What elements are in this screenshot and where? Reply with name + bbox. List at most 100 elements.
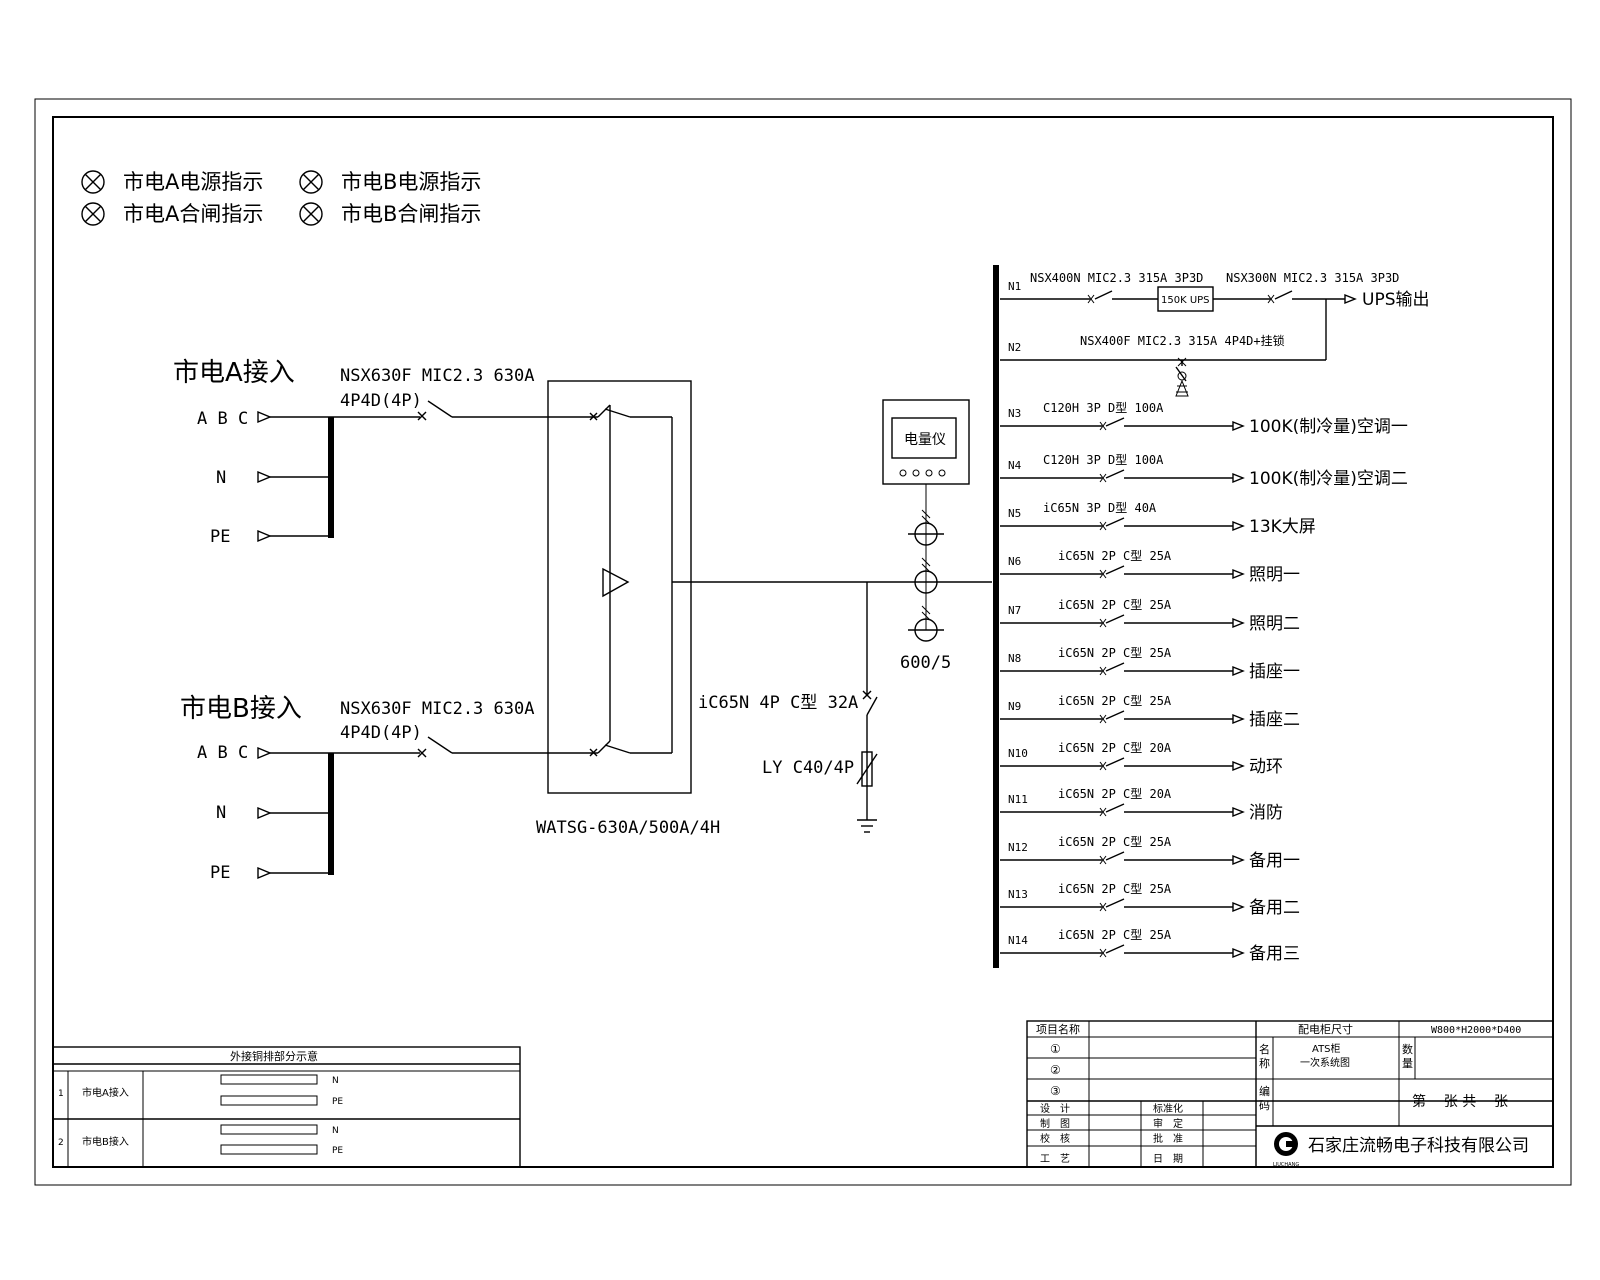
feeder-load: 插座一 [1249,662,1300,682]
arrow-icon [1232,472,1245,484]
phase-label: PE [210,863,230,883]
code-label: 编码 [1259,1084,1270,1112]
ct-icon [908,605,944,642]
feeder-id: N12 [1008,841,1028,854]
role-label: 审 定 [1153,1117,1183,1130]
feeder-id: N8 [1008,652,1021,665]
feeder-breaker: iC65N 2P C型 25A [1058,835,1172,849]
breaker-cross [1099,473,1107,483]
breaker-cross [1099,714,1107,724]
feeder-breaker: iC65N 2P C型 20A [1058,741,1172,755]
circled-number: ① [1050,1042,1061,1056]
project-label: 项目名称 [1036,1022,1080,1036]
surge-branch: iC65N 4P C型 32A LY C40/4P [698,582,878,833]
feeder-breaker: iC65N 2P C型 20A [1058,787,1172,801]
ct-icon [908,509,944,546]
bar-label: N [332,1126,339,1136]
feeder-load: 100K(制冷量)空调一 [1249,417,1408,437]
terminal-icon [257,410,272,424]
arrow-icon [1232,713,1245,725]
arrow-icon [1232,617,1245,629]
source-b: 市电B接入 NSX630F MIC2.3 630A 4P4D(4P) A B C… [180,694,598,883]
terminal-icon [257,470,272,484]
feeder-breaker: iC65N 2P C型 25A [1058,598,1172,612]
breaker-poles: 4P4D(4P) [340,723,422,743]
feeder-load: 100K(制冷量)空调二 [1249,469,1408,489]
feeder-id: N2 [1008,341,1021,354]
breaker-cross [1099,807,1107,817]
ct-ratio: 600/5 [900,653,951,673]
outer-frame [34,98,1572,1186]
ups-loop: 150K UPS UPS输出 NSX300N MIC2.3 315A 3P3D [1000,271,1430,397]
feeder-load: 13K大屏 [1249,517,1316,537]
feeder-id: N7 [1008,604,1021,617]
breaker-cross [1099,761,1107,771]
role-label: 工 艺 [1040,1153,1070,1165]
drawing-name: ATS柜 [1312,1042,1341,1055]
breaker-spec: NSX630F MIC2.3 630A [340,699,534,719]
arrow-icon [1232,760,1245,772]
arrow-icon [1232,568,1245,580]
feeder-load: 备用二 [1249,898,1300,918]
breaker-blade [1105,898,1125,908]
feeder-load: 备用一 [1249,851,1300,871]
role-label: 制 图 [1040,1117,1070,1130]
breaker-cross [1099,666,1107,676]
circled-number: ② [1050,1063,1061,1077]
meter-label: 电量仪 [904,432,946,448]
breaker-icon [1267,290,1293,304]
breaker-blade [1105,517,1125,527]
lamp-icon [81,170,105,194]
breaker-icon [862,690,878,716]
breaker-cross [1099,421,1107,431]
ats-switch: WATSG-630A/500A/4H [536,380,720,838]
feeder-id: N13 [1008,888,1028,901]
breaker-blade [1105,851,1125,861]
feeder-id: N14 [1008,934,1028,947]
breaker-blade [1105,803,1125,813]
breaker-cross [1099,855,1107,865]
breaker-blade [1105,944,1125,954]
indicator-label: 市电A合闸指示 [123,202,263,226]
feeder-id: N3 [1008,407,1021,420]
feeder-breaker: NSX400N MIC2.3 315A 3P3D [1030,271,1203,285]
bar-label: PE [332,1097,343,1107]
switch-contact-icon [589,404,631,421]
breaker-cross [1099,569,1107,579]
ups-breaker-2: NSX300N MIC2.3 315A 3P3D [1226,271,1399,285]
indicator-label: 市电A电源指示 [123,170,263,194]
breaker-blade [1105,417,1125,427]
role-label: 标准化 [1153,1102,1183,1115]
breaker-cross [1099,948,1107,958]
drawing-name: 一次系统图 [1300,1056,1350,1069]
breaker-icon [417,736,453,758]
spd-arrester: LY C40/4P [762,758,854,778]
feeder-load: 动环 [1249,757,1283,777]
source-a: 市电A接入 NSX630F MIC2.3 630A 4P4D(4P) A B C… [173,358,598,547]
row-name: 市电A接入 [82,1086,129,1099]
sheet-count: 第 张 共 张 [1412,1093,1508,1110]
row-number: 1 [58,1089,64,1099]
lamp-icon [299,202,323,226]
feeder-breaker: C120H 3P D型 100A [1043,453,1164,467]
arrow-icon [1232,947,1245,959]
feeder-load: 备用三 [1249,944,1300,964]
breaker-blade [1105,757,1125,767]
feeder-breaker: iC65N 2P C型 25A [1058,882,1172,896]
cabinet-size-label: 配电柜尺寸 [1298,1022,1353,1036]
feeder-id: N10 [1008,747,1028,760]
indicator-label: 市电B电源指示 [341,170,481,194]
inner-frame [52,116,1554,1168]
ats-model: WATSG-630A/500A/4H [536,818,720,838]
arrow-icon [1232,854,1245,866]
arrow-icon [1344,293,1357,305]
name-label: 名称 [1259,1042,1270,1070]
lamp-icon [299,170,323,194]
phase-label: N [216,803,226,823]
company-logo-icon: LIUCHANG [1273,1132,1299,1168]
terminal-icon [257,746,272,760]
feeder-id: N1 [1008,280,1021,293]
indicator-legend: 市电A电源指示 市电B电源指示 市电A合闸指示 市电B合闸指示 [81,170,481,226]
breaker-spec: NSX630F MIC2.3 630A [340,366,534,386]
